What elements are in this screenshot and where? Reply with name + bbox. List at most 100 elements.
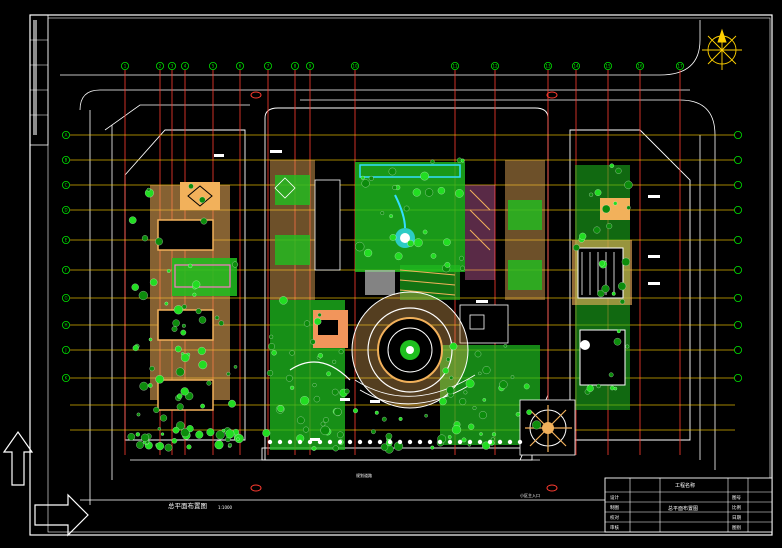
tree-icon (430, 159, 435, 164)
tree-icon (331, 388, 339, 396)
tree-icon (387, 439, 393, 445)
axis-label-left: C (65, 183, 68, 188)
tree-icon (200, 403, 205, 409)
tree-icon (266, 370, 274, 377)
tree-icon (477, 439, 483, 445)
tree-icon (361, 179, 370, 188)
tree-icon (374, 410, 379, 415)
tree-icon (232, 261, 239, 268)
tree-icon (136, 412, 141, 417)
drawing-scale-note: 1:1000 (218, 505, 233, 510)
axis-label-top: 16 (637, 64, 643, 69)
axis-bubble-top (263, 62, 272, 71)
tree-icon (166, 269, 171, 273)
tree-icon (532, 420, 542, 430)
tree-icon (355, 241, 365, 252)
tree-icon (180, 329, 187, 336)
tree-icon (313, 395, 321, 403)
tree-icon (442, 367, 449, 374)
tree-icon (449, 342, 458, 351)
tree-icon (385, 432, 393, 440)
tree-icon (188, 263, 193, 269)
tree-icon (186, 444, 192, 450)
tree-icon (311, 446, 317, 451)
tree-icon (482, 441, 491, 450)
tree-icon (457, 439, 463, 445)
tree-icon (380, 211, 385, 215)
axis-label-left: A (65, 133, 68, 138)
tree-icon (598, 260, 605, 267)
tree-icon (430, 253, 437, 259)
axis-bubble-top (121, 62, 130, 71)
tree-icon (389, 234, 397, 241)
tree-icon (397, 439, 403, 445)
tree-icon (317, 353, 323, 359)
tree-icon (138, 290, 148, 301)
entrance-label: 小区主入口 (520, 492, 540, 498)
tree-icon (225, 429, 235, 439)
axis-label-top: 8 (294, 64, 297, 69)
axis-bubble-top (180, 62, 189, 71)
axis-label-left: H (64, 323, 67, 328)
tree-icon (139, 381, 149, 391)
tree-icon (128, 216, 137, 224)
entry-arrows-icon (2, 430, 89, 537)
tree-icon (593, 226, 601, 234)
tree-icon (596, 383, 601, 389)
tree-icon (300, 396, 310, 406)
axis-label-top: 12 (492, 64, 498, 69)
tree-icon (626, 205, 631, 210)
tree-icon (455, 189, 464, 198)
axis-bubble-left (62, 180, 71, 189)
tree-icon (214, 440, 224, 450)
left-residential-block (150, 182, 237, 411)
tree-icon (206, 380, 212, 386)
tree-icon (398, 416, 403, 421)
tree-icon (465, 379, 475, 388)
tree-icon (437, 187, 446, 195)
tree-icon (444, 262, 451, 268)
title-block-cell: 日期 (732, 515, 741, 521)
tree-icon (175, 345, 182, 353)
tree-icon (446, 357, 451, 362)
annotation-tags (214, 150, 660, 441)
tree-icon (417, 439, 423, 445)
tree-icon (594, 189, 602, 196)
tree-icon (460, 158, 465, 163)
tree-icon (589, 192, 594, 197)
tree-icon (507, 439, 513, 445)
axis-bubble-top (604, 62, 613, 71)
tree-icon (279, 296, 288, 305)
tree-icon (164, 443, 173, 452)
tree-icon (289, 350, 295, 356)
tree-icon (611, 291, 616, 296)
tree-icon (147, 383, 153, 388)
entrance-plaza (519, 399, 576, 456)
tree-icon (269, 334, 274, 339)
tree-icon (175, 367, 185, 377)
axis-bubble-right (734, 235, 743, 244)
title-block: 工程名称 总平面布置图 设计图号制图比例校对日期审核图别 (604, 477, 773, 533)
axis-bubble-left (62, 293, 71, 302)
tree-icon (297, 416, 305, 425)
axis-bubble-top (544, 62, 553, 71)
tree-icon (181, 304, 187, 310)
tree-icon (619, 299, 625, 305)
central-plaza-circle (351, 291, 476, 409)
title-block-cell: 审核 (610, 524, 619, 531)
section-markers (250, 91, 558, 492)
tree-icon (146, 187, 151, 192)
axis-bubble-top (636, 62, 645, 71)
tree-icon (214, 315, 220, 320)
axis-bubble-top (305, 62, 314, 71)
tree-icon (420, 171, 429, 181)
tree-symbols (127, 157, 633, 454)
tree-icon (215, 430, 225, 440)
tree-icon (427, 439, 433, 445)
tree-icon (602, 204, 611, 214)
tree-icon (327, 439, 333, 445)
tree-icon (337, 439, 343, 445)
tree-icon (312, 383, 317, 388)
tree-icon (368, 175, 374, 181)
